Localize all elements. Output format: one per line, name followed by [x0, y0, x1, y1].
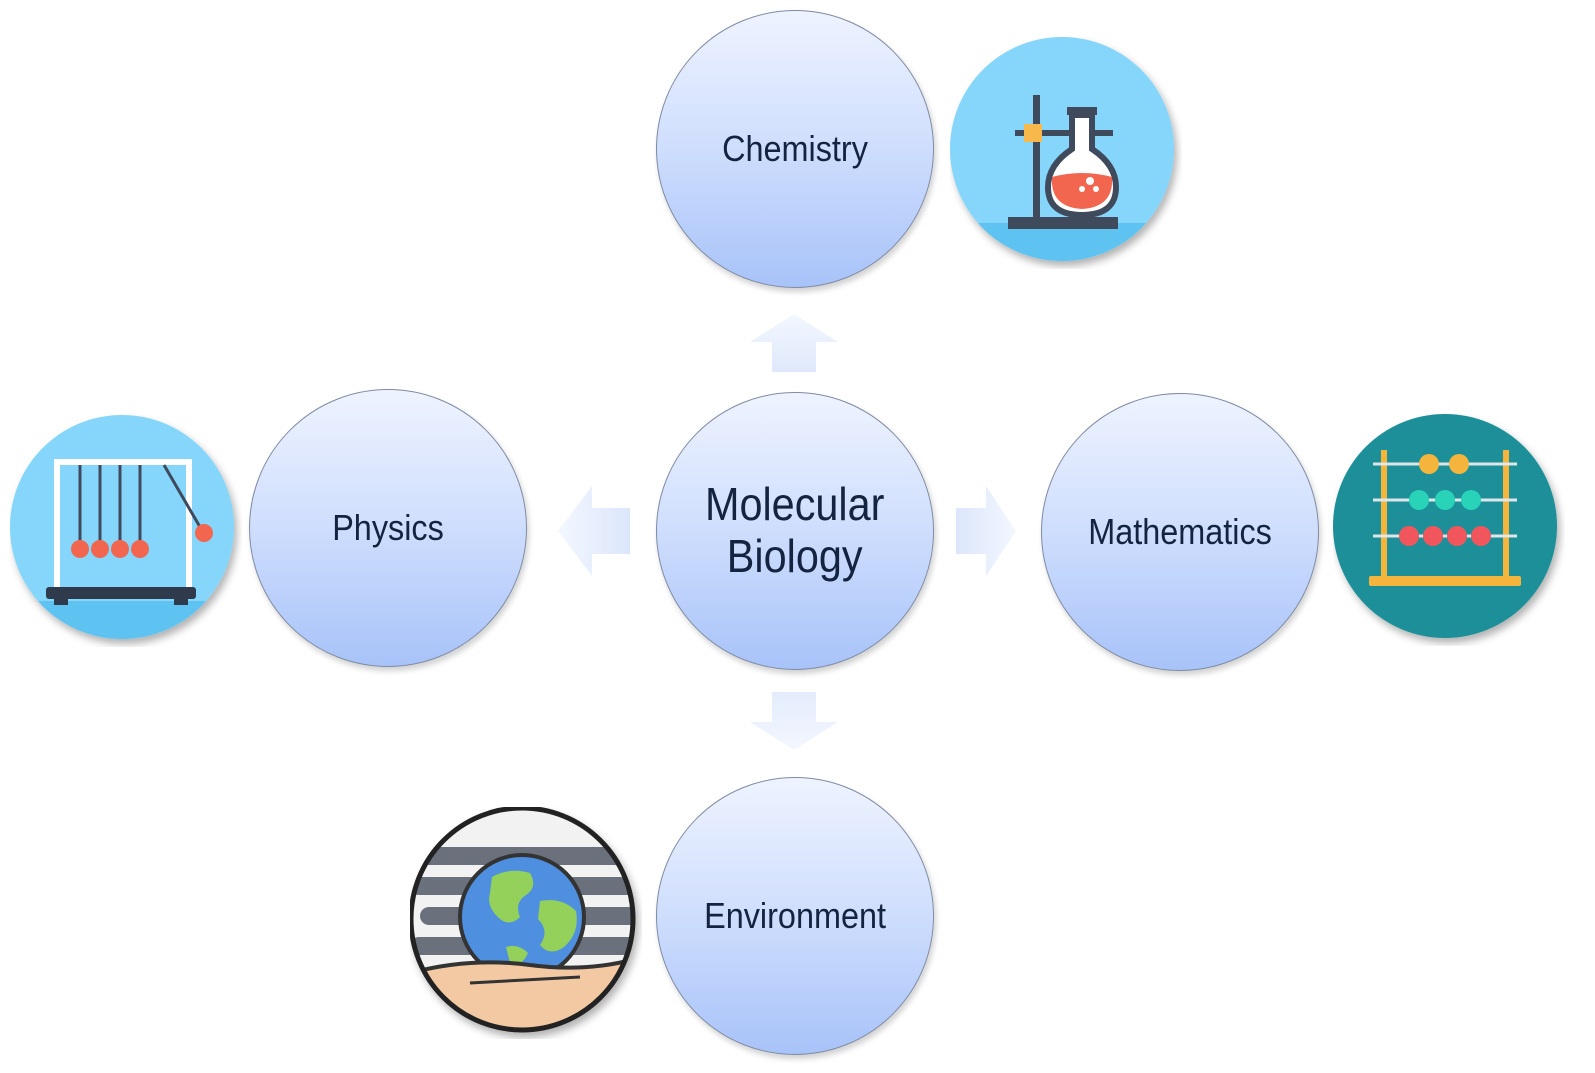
mathematics-label: Mathematics — [1088, 510, 1272, 552]
chemistry-label: Chemistry — [722, 127, 868, 169]
node-physics: Physics — [249, 389, 527, 667]
arrow-up-to-chemistry — [750, 314, 838, 372]
newtons-cradle-icon — [10, 415, 242, 647]
abacus-icon — [1333, 414, 1565, 646]
center-label-line1: Molecular — [705, 478, 885, 531]
earth-in-hand-icon — [410, 807, 642, 1039]
physics-label: Physics — [332, 506, 444, 548]
node-molecular-biology: Molecular Biology — [656, 392, 934, 670]
node-mathematics: Mathematics — [1041, 393, 1319, 671]
node-environment: Environment — [656, 777, 934, 1055]
chemistry-flask-icon — [950, 37, 1182, 269]
arrow-down-to-environment — [750, 692, 838, 750]
center-label-line2: Biology — [727, 530, 863, 582]
arrow-right-to-mathematics — [956, 486, 1016, 576]
arrow-left-to-physics — [558, 486, 630, 576]
environment-label: Environment — [704, 894, 886, 936]
node-chemistry: Chemistry — [656, 10, 934, 288]
